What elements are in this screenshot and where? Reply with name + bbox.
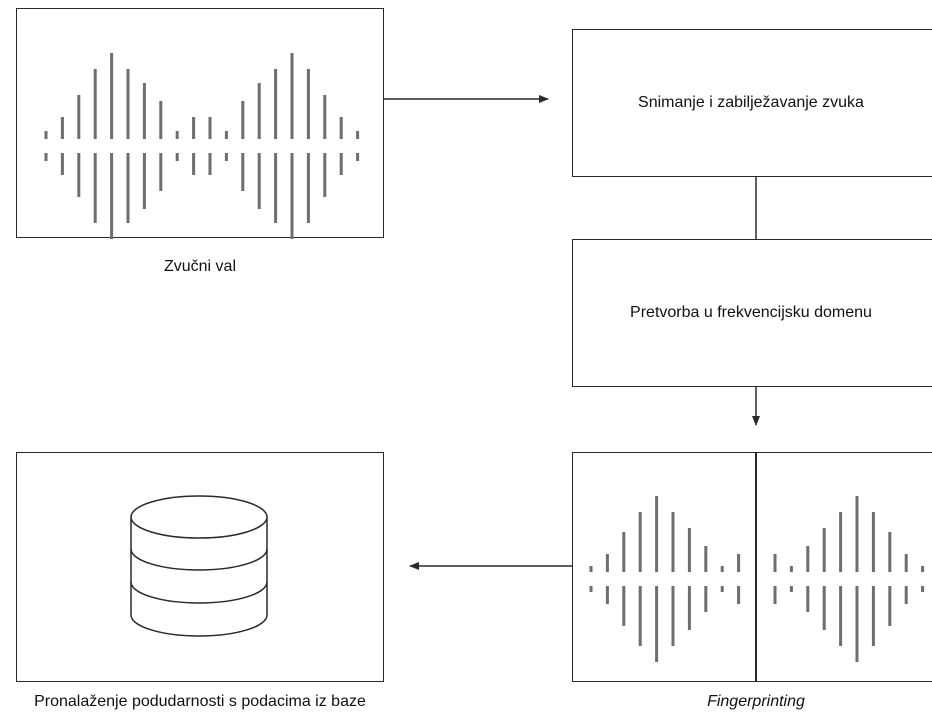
sound-wave-box xyxy=(16,8,384,239)
recording-step-label: Snimanje i zabilježavanje zvuka xyxy=(638,94,864,111)
fingerprint-divider xyxy=(755,453,757,681)
waveform-icon xyxy=(44,53,360,239)
frequency-step-box: Pretvorba u frekvencijsku domenu xyxy=(572,239,932,387)
database-box xyxy=(16,452,384,682)
fingerprinting-caption: Fingerprinting xyxy=(707,693,805,710)
database-icon xyxy=(130,495,268,637)
sound-wave-caption: Zvučni val xyxy=(163,258,237,275)
fingerprint-waveform-icon xyxy=(589,496,925,662)
matching-caption: Pronalaženje podudarnosti s podacima iz … xyxy=(34,693,366,710)
fingerprinting-box xyxy=(572,452,932,682)
frequency-step-label: Pretvorba u frekvencijsku domenu xyxy=(630,304,872,321)
recording-step-box: Snimanje i zabilježavanje zvuka xyxy=(572,29,932,177)
